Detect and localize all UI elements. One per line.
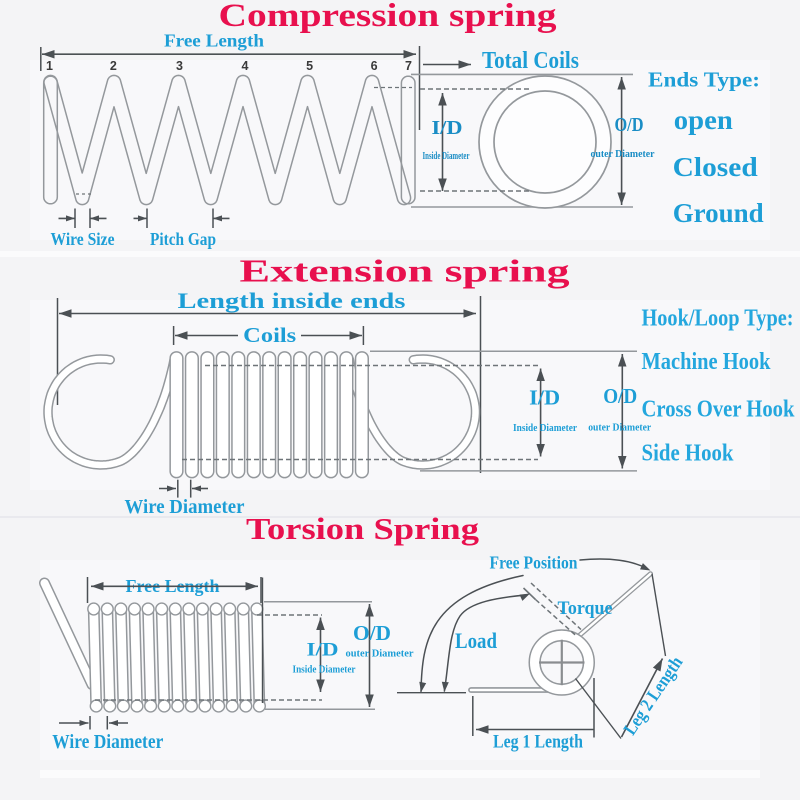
svg-text:Cross Over Hook: Cross Over Hook	[642, 397, 796, 423]
svg-text:O/D: O/D	[353, 621, 391, 645]
svg-text:Free Position: Free Position	[490, 553, 578, 573]
svg-text:I/D: I/D	[432, 117, 463, 139]
svg-text:Torque: Torque	[558, 599, 613, 619]
svg-text:Side Hook: Side Hook	[642, 441, 735, 467]
svg-text:Compression spring: Compression spring	[219, 0, 558, 34]
svg-text:7: 7	[405, 59, 412, 73]
svg-text:Length inside ends: Length inside ends	[178, 288, 407, 313]
svg-text:Pitch Gap: Pitch Gap	[150, 229, 216, 249]
svg-text:Wire Size: Wire Size	[51, 229, 115, 249]
svg-text:Extension spring: Extension spring	[240, 253, 570, 289]
svg-text:Hook/Loop Type:: Hook/Loop Type:	[642, 306, 794, 332]
svg-text:outer Diameter: outer Diameter	[346, 648, 414, 660]
svg-text:Inside Diameter: Inside Diameter	[293, 664, 356, 676]
svg-text:O/D: O/D	[615, 114, 644, 136]
svg-text:Free Length: Free Length	[164, 31, 264, 51]
svg-text:5: 5	[306, 59, 313, 73]
svg-text:4: 4	[242, 59, 249, 73]
svg-text:2: 2	[110, 59, 117, 73]
svg-text:Torsion Spring: Torsion Spring	[246, 511, 480, 546]
svg-text:Load: Load	[455, 628, 497, 653]
svg-text:3: 3	[176, 59, 183, 73]
svg-text:outer Diameter: outer Diameter	[588, 422, 651, 434]
svg-text:I/D: I/D	[307, 640, 339, 661]
svg-text:Leg 1 Length: Leg 1 Length	[493, 733, 584, 753]
svg-text:O/D: O/D	[603, 384, 637, 408]
svg-text:Closed: Closed	[673, 152, 758, 182]
svg-text:6: 6	[371, 59, 378, 73]
svg-text:Inside Diameter: Inside Diameter	[423, 151, 470, 162]
svg-text:1: 1	[46, 59, 53, 73]
svg-text:Ends Type:: Ends Type:	[648, 68, 760, 92]
svg-text:Machine Hook: Machine Hook	[642, 349, 772, 375]
svg-text:I/D: I/D	[529, 386, 560, 410]
svg-text:Wire Diameter: Wire Diameter	[52, 732, 163, 753]
svg-text:Coils: Coils	[243, 323, 296, 347]
svg-text:Wire Diameter: Wire Diameter	[125, 497, 245, 518]
svg-text:outer Diameter: outer Diameter	[591, 149, 655, 160]
svg-text:Total Coils: Total Coils	[482, 48, 579, 74]
svg-text:Ground: Ground	[673, 198, 764, 228]
svg-text:Inside Diameter: Inside Diameter	[513, 422, 577, 434]
svg-text:open: open	[674, 105, 733, 135]
